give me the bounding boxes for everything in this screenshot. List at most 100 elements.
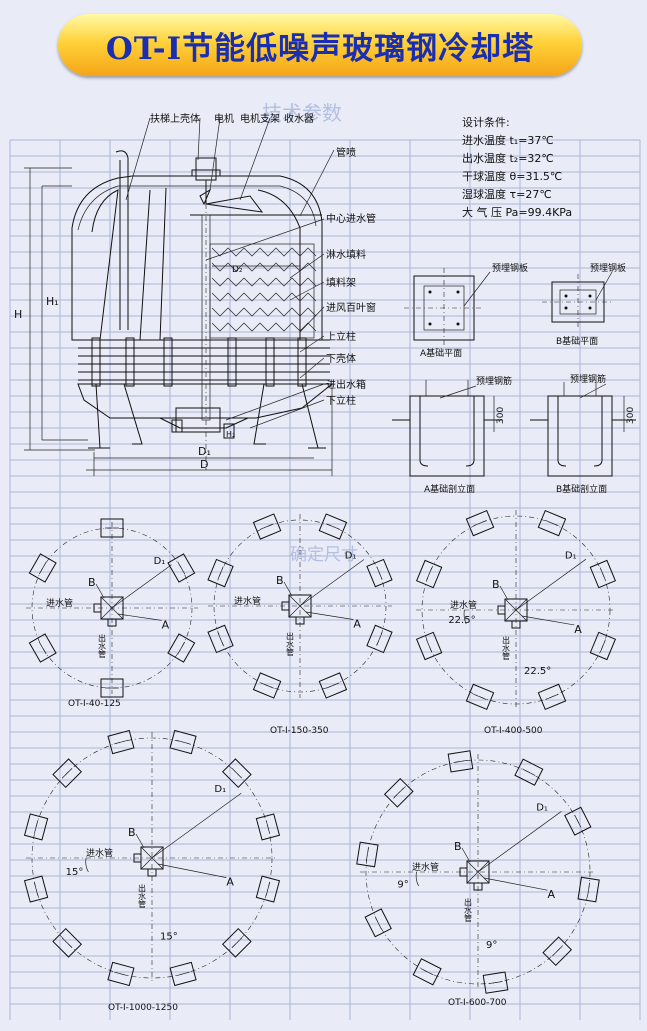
label-outlet: 出水管: [138, 883, 147, 909]
column-pad: [255, 813, 281, 841]
label-angle: 15°: [160, 932, 178, 943]
label-inlet: 进水管: [46, 597, 73, 609]
foundation-details: 预埋钢板 A基础平面 预埋钢板 B基础平面 300 预埋钢筋 A基础剖立面: [392, 262, 636, 495]
label-sprinkler: 管喷: [336, 146, 356, 159]
label-D1: D₁: [536, 802, 548, 813]
background-table: 技术参数 确定尺寸: [9, 101, 641, 1020]
dim-D2: D₂: [232, 265, 243, 275]
dim-D1: D₁: [198, 445, 211, 458]
label-D1: D₁: [154, 556, 166, 567]
column-pad: [252, 513, 282, 540]
column-pad: [318, 672, 348, 699]
column-pad: [383, 777, 414, 808]
dim-D: D: [200, 458, 208, 471]
label-embedded-plate-b: 预埋钢板: [590, 262, 626, 274]
label-embedded-plate-a: 预埋钢板: [492, 262, 528, 274]
label-A: A: [353, 617, 361, 630]
label-outlet: 出水管: [286, 631, 295, 657]
label-A: A: [574, 623, 582, 636]
column-pad: [514, 758, 544, 786]
label-fill-rack: 填料架: [326, 276, 356, 289]
label-a-plan: A基础平面: [420, 347, 462, 359]
layout-model: OT-Ⅰ-600-700: [448, 998, 507, 1008]
column-pad: [589, 559, 617, 589]
layout-model: OT-Ⅰ-1000-1250: [108, 1003, 178, 1013]
design-line: 进水温度 t₁=37℃: [462, 133, 554, 147]
column-pad: [169, 729, 197, 755]
column-pad: [537, 683, 567, 711]
label-B: B: [454, 840, 462, 853]
label-angle: 9°: [486, 940, 497, 951]
column-pad: [222, 928, 252, 958]
dim-H1: H₁: [46, 295, 59, 308]
label-outlet: 出水管: [98, 633, 107, 659]
column-pad: [564, 806, 592, 836]
label-A: A: [547, 888, 555, 901]
label-outlet-box: 进出水箱: [326, 378, 366, 391]
label-angle: 15°: [66, 867, 84, 878]
design-line: 干球温度 θ=31.5℃: [462, 169, 562, 183]
column-pad: [23, 813, 49, 841]
label-angle: 22.5°: [448, 615, 475, 626]
label-B: B: [492, 578, 500, 591]
label-louver: 进风百叶窗: [326, 301, 376, 314]
label-angle: 9°: [397, 880, 408, 891]
design-line: 大 气 压 Pa=99.4KPa: [462, 205, 572, 219]
background-table-title-2: 确定尺寸: [290, 545, 358, 565]
column-pad: [207, 624, 234, 654]
label-motor: 电机: [214, 112, 234, 125]
page-title: OT-Ⅰ节能低噪声玻璃钢冷却塔: [105, 30, 535, 67]
column-pad: [542, 936, 573, 967]
label-inlet: 进水管: [86, 847, 113, 859]
height-dimension: H H₁: [14, 167, 95, 451]
column-pad: [255, 875, 281, 903]
label-outlet: 出水管: [502, 635, 511, 661]
column-pad: [167, 553, 196, 583]
label-D1: D₁: [565, 550, 577, 561]
column-pad: [482, 971, 509, 994]
label-D1: D₁: [345, 551, 357, 562]
label-D1: D₁: [214, 784, 226, 795]
design-conditions: 设计条件: 进水温度 t₁=37℃ 出水温度 t₂=32℃ 干球温度 θ=31.…: [462, 115, 572, 219]
label-b-section: B基础剖立面: [556, 483, 607, 495]
background-table-title: 技术参数: [262, 101, 342, 125]
column-pad: [366, 558, 393, 588]
label-lower-column: 下立柱: [326, 394, 356, 407]
column-pad: [366, 624, 393, 654]
column-pad: [537, 509, 567, 537]
column-pad: [169, 961, 197, 987]
column-pad: [465, 509, 495, 537]
column-pad: [28, 633, 57, 663]
label-inlet: 进水管: [450, 599, 477, 611]
label-a-section: A基础剖立面: [424, 483, 475, 495]
column-pad: [415, 559, 443, 589]
label-embedded-bar-a: 预埋钢筋: [476, 375, 512, 387]
label-inlet: 进水管: [234, 595, 261, 607]
label-motor-bracket: 电机支架: [240, 112, 280, 125]
dim-H2: H₂: [226, 430, 235, 439]
column-pad: [100, 678, 124, 698]
label-b-plan: B基础平面: [556, 335, 598, 347]
column-pad: [415, 631, 443, 661]
dim-H: H: [14, 308, 22, 321]
label-A: A: [226, 876, 234, 889]
label-depth-b: 300: [626, 407, 636, 424]
label-ladder: 扶梯上壳体: [150, 112, 200, 125]
design-heading: 设计条件:: [462, 115, 510, 129]
label-water-collector: 收水器: [284, 112, 314, 125]
title-banner: OT-Ⅰ节能低噪声玻璃钢冷却塔: [58, 14, 582, 76]
design-line: 湿球温度 τ=27℃: [462, 187, 552, 201]
column-pad: [465, 683, 495, 711]
column-pad: [52, 758, 82, 788]
column-pad: [356, 841, 379, 868]
layout-model: OT-Ⅰ-40-125: [68, 699, 121, 709]
label-A: A: [162, 618, 170, 631]
label-center-inlet: 中心进水管: [326, 212, 376, 225]
column-pad: [577, 876, 600, 903]
column-pad: [107, 961, 135, 987]
